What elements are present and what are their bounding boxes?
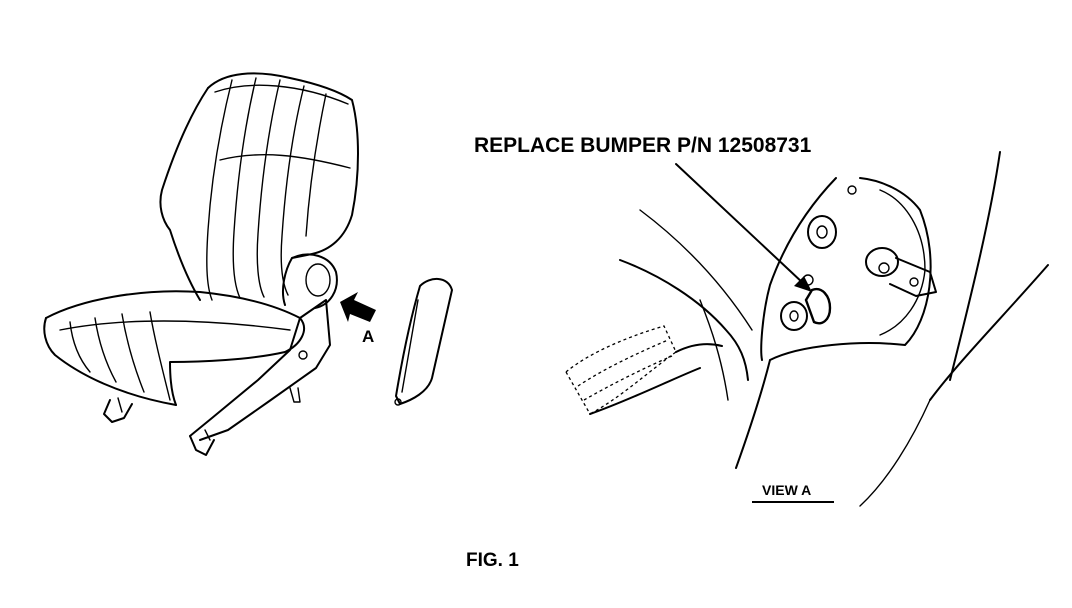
bumper-part [804, 287, 832, 325]
arrow-label: A [362, 327, 374, 346]
view-a-detail [565, 151, 1049, 507]
bumper-part-illustration [394, 278, 453, 406]
callout-leader [675, 163, 812, 292]
callout-text: REPLACE BUMPER P/N 12508731 [474, 134, 812, 157]
view-arrow-icon [340, 292, 376, 322]
seat-illustration: A [43, 72, 376, 456]
leader-arrowhead-icon [794, 276, 812, 292]
view-label: VIEW A [762, 482, 811, 498]
figure-caption: FIG. 1 [466, 550, 519, 571]
